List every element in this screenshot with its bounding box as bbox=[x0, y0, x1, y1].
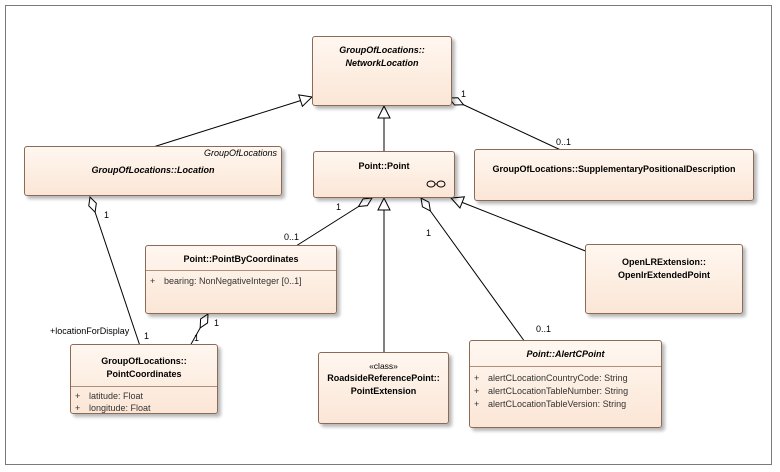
class-point-by-coordinates[interactable]: Point::PointByCoordinates +bearing: NonN… bbox=[145, 245, 337, 314]
class-supplementary-positional-description[interactable]: GroupOfLocations::SupplementaryPositiona… bbox=[474, 149, 754, 201]
generalization-openlr-point bbox=[451, 198, 589, 253]
class-openlr-extended-point[interactable]: OpenLRExtension:: OpenlrExtendedPoint bbox=[585, 244, 743, 314]
class-network-location[interactable]: GroupOfLocations:: NetworkLocation bbox=[312, 36, 452, 106]
class-network-location-name-line1: GroupOfLocations:: bbox=[339, 45, 425, 55]
aggregation-point-alertcpoint bbox=[421, 198, 526, 343]
aggregation-networklocation-supplementary bbox=[449, 98, 566, 153]
class-point-coordinates-name-line2: PointCoordinates bbox=[106, 369, 182, 379]
class-point[interactable]: Point::Point bbox=[313, 151, 455, 198]
multiplicity-label: 1 bbox=[426, 228, 432, 238]
class-roadside-stereotype: «class» bbox=[369, 361, 398, 371]
attribute-alert-c-country-code: +alertCLocationCountryCode: String bbox=[474, 373, 628, 383]
multiplicity-label: 1 bbox=[144, 331, 150, 341]
multiplicity-label: 0..1 bbox=[536, 324, 552, 334]
attribute-latitude: +latitude: Float bbox=[75, 391, 144, 401]
class-point-name: Point::Point bbox=[358, 161, 410, 171]
role-label: +locationForDisplay bbox=[50, 326, 130, 336]
class-point-coordinates[interactable]: GroupOfLocations:: PointCoordinates +lat… bbox=[70, 344, 218, 414]
class-roadside-name-line2: PointExtension bbox=[350, 386, 417, 396]
multiplicity-label: 1 bbox=[461, 89, 467, 99]
attribute-alert-c-table-number: +alertCLocationTableNumber: String bbox=[474, 386, 629, 396]
attribute-separator bbox=[71, 386, 217, 387]
multiplicity-label: 1 bbox=[104, 210, 110, 220]
attribute-longitude: +longitude: Float bbox=[75, 403, 151, 413]
aggregation-pointbycoordinates-pointcoordinates bbox=[189, 314, 208, 347]
class-roadside-name-line1: RoadsideReferencePoint:: bbox=[327, 373, 440, 383]
class-alert-c-point[interactable]: Point::AlertCPoint +alertCLocationCountr… bbox=[469, 340, 662, 428]
class-roadside-point-extension[interactable]: «class» RoadsideReferencePoint:: PointEx… bbox=[318, 352, 449, 424]
multiplicity-label: 1 bbox=[194, 333, 200, 343]
class-alert-c-point-name: Point::AlertCPoint bbox=[526, 349, 605, 359]
generalization-location-networklocation bbox=[149, 97, 312, 149]
multiplicity-label: 1 bbox=[214, 318, 220, 328]
attribute-separator bbox=[470, 366, 661, 367]
multiplicity-label: 1 bbox=[336, 202, 342, 212]
attribute-separator bbox=[146, 270, 336, 271]
aggregation-location-pointcoordinates bbox=[90, 197, 141, 347]
class-openlr-name-line2: OpenlrExtendedPoint bbox=[617, 270, 710, 280]
class-location-name: GroupOfLocations::Location bbox=[91, 165, 215, 175]
composite-link-icon bbox=[426, 180, 446, 188]
attribute-bearing: +bearing: NonNegativeInteger [0..1] bbox=[150, 276, 302, 286]
multiplicity-label: 0..1 bbox=[556, 137, 572, 147]
class-supplementary-name: GroupOfLocations::SupplementaryPositiona… bbox=[492, 164, 736, 174]
aggregation-point-pointbycoordinates bbox=[295, 198, 372, 247]
class-network-location-name-line2: NetworkLocation bbox=[345, 58, 419, 68]
attribute-alert-c-table-version: +alertCLocationTableVersion: String bbox=[474, 399, 627, 409]
class-location[interactable]: GroupOfLocations GroupOfLocations::Locat… bbox=[24, 146, 282, 196]
multiplicity-label: 0..1 bbox=[284, 232, 300, 242]
class-point-coordinates-name-line1: GroupOfLocations:: bbox=[101, 356, 187, 366]
class-point-by-coordinates-name: Point::PointByCoordinates bbox=[183, 254, 299, 264]
class-location-package: GroupOfLocations bbox=[203, 148, 277, 158]
class-openlr-name-line1: OpenLRExtension:: bbox=[621, 257, 706, 267]
